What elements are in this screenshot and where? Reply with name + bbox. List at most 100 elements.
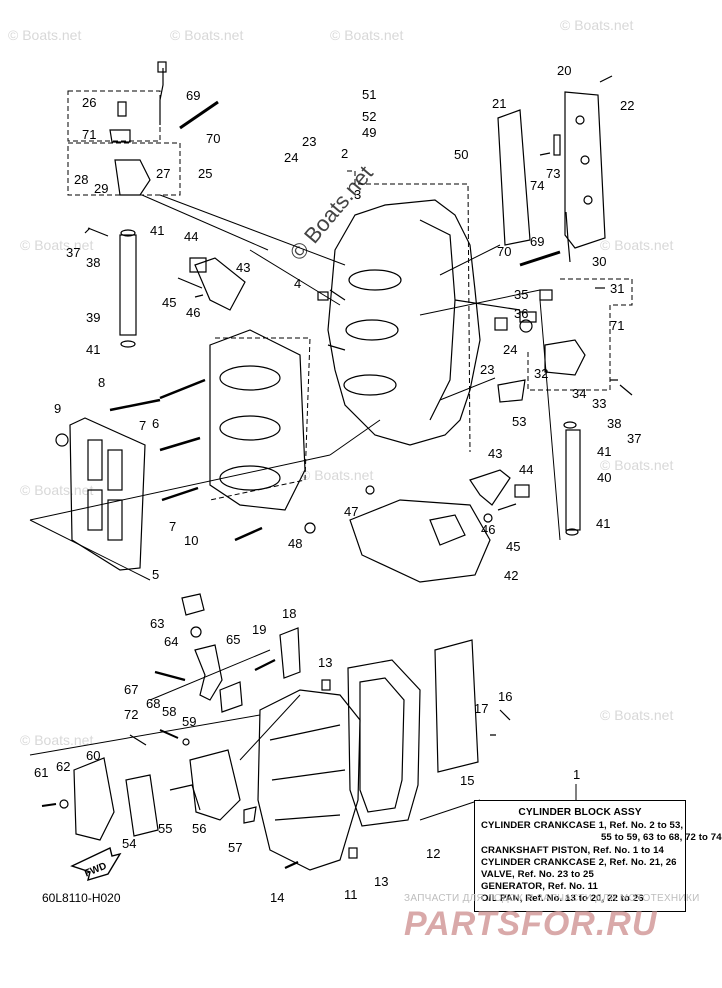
callout-16: 16 bbox=[498, 689, 512, 704]
callout-3: 3 bbox=[354, 187, 361, 202]
watermark: © Boats.net bbox=[600, 237, 673, 253]
callout-38: 38 bbox=[86, 255, 100, 270]
callout-63: 63 bbox=[150, 616, 164, 631]
callout-25: 25 bbox=[198, 166, 212, 181]
fwd-label: FWD bbox=[83, 861, 108, 880]
callout-62: 62 bbox=[56, 759, 70, 774]
part-drawings bbox=[41, 61, 633, 882]
crankcase-part bbox=[209, 329, 306, 511]
callout-49: 49 bbox=[362, 125, 376, 140]
callout-7: 7 bbox=[139, 418, 146, 433]
callout-37: 37 bbox=[627, 431, 641, 446]
callout-50: 50 bbox=[454, 147, 468, 162]
callout-15: 15 bbox=[460, 773, 474, 788]
callout-61: 61 bbox=[34, 765, 48, 780]
sensor-connector-part bbox=[157, 61, 167, 73]
callout-labels: 26 69 70 71 28 29 27 25 37 38 41 39 41 4… bbox=[34, 63, 641, 905]
watermark: © Boats.net bbox=[330, 27, 403, 43]
callout-40: 40 bbox=[597, 470, 611, 485]
callout-43: 43 bbox=[488, 446, 502, 461]
callout-41: 41 bbox=[596, 516, 610, 531]
leader-lines bbox=[29, 194, 561, 821]
callout-11: 11 bbox=[344, 887, 358, 902]
callout-10: 10 bbox=[184, 533, 198, 548]
callout-24: 24 bbox=[284, 150, 298, 165]
callout-64: 64 bbox=[164, 634, 178, 649]
watermark: © Boats.net bbox=[20, 732, 93, 748]
watermark: © Boats.net bbox=[170, 27, 243, 43]
cylinder-head-part bbox=[564, 91, 606, 249]
callout-23: 23 bbox=[480, 362, 494, 377]
callout-36: 36 bbox=[514, 306, 528, 321]
callout-28: 28 bbox=[74, 172, 88, 187]
callout-30: 30 bbox=[592, 254, 606, 269]
callout-5: 5 bbox=[152, 567, 159, 582]
callout-8: 8 bbox=[98, 375, 105, 390]
callout-71: 71 bbox=[610, 318, 624, 333]
callout-69: 69 bbox=[530, 234, 544, 249]
callout-37: 37 bbox=[66, 245, 80, 260]
callout-32: 32 bbox=[534, 366, 548, 381]
callout-57: 57 bbox=[228, 840, 242, 855]
callout-65: 65 bbox=[226, 632, 240, 647]
callout-7: 7 bbox=[169, 519, 176, 534]
callout-46: 46 bbox=[481, 522, 495, 537]
dashed-group-outlines bbox=[67, 90, 633, 501]
callout-45: 45 bbox=[506, 539, 520, 554]
callout-33: 33 bbox=[592, 396, 606, 411]
callout-13: 13 bbox=[374, 874, 388, 889]
callout-46: 46 bbox=[186, 305, 200, 320]
callout-70: 70 bbox=[206, 131, 220, 146]
callout-72: 72 bbox=[124, 707, 138, 722]
callout-19: 19 bbox=[252, 622, 266, 637]
callout-56: 56 bbox=[192, 821, 206, 836]
legend-box: CYLINDER BLOCK ASSY CYLINDER CRANKCASE 1… bbox=[474, 800, 722, 912]
diagram-code: 60L8110-H020 bbox=[42, 891, 121, 905]
callout-42: 42 bbox=[504, 568, 518, 583]
callout-21: 21 bbox=[492, 96, 506, 111]
legend-line: CYLINDER CRANKCASE 1, Ref. No. 2 to 53, bbox=[481, 820, 684, 832]
callout-55: 55 bbox=[158, 821, 172, 836]
watermark: © Boats.net bbox=[600, 457, 673, 473]
watermark: © Boats.net bbox=[20, 237, 93, 253]
callout-35: 35 bbox=[514, 287, 528, 302]
callout-52: 52 bbox=[362, 109, 376, 124]
callout-53: 53 bbox=[512, 414, 526, 429]
callout-9: 9 bbox=[54, 401, 61, 416]
callout-73: 73 bbox=[546, 166, 560, 181]
callout-51: 51 bbox=[362, 87, 376, 102]
callout-43: 43 bbox=[236, 260, 250, 275]
callout-48: 48 bbox=[288, 536, 302, 551]
oil-pan-gasket-part bbox=[347, 659, 421, 827]
callout-2: 2 bbox=[341, 146, 348, 161]
cylinder-block-part bbox=[327, 199, 481, 446]
gasket-part bbox=[349, 499, 491, 583]
callout-12: 12 bbox=[426, 846, 440, 861]
callout-59: 59 bbox=[182, 714, 196, 729]
legend-line: VALVE, Ref. No. 23 to 25 bbox=[481, 869, 594, 881]
legend-line: GENERATOR, Ref. No. 11 bbox=[481, 881, 598, 893]
shop-logo: PARTSFOR.RU bbox=[404, 905, 658, 943]
callout-39: 39 bbox=[86, 310, 100, 325]
side-cover-part bbox=[69, 417, 146, 571]
callout-27: 27 bbox=[156, 166, 170, 181]
callout-69: 69 bbox=[186, 88, 200, 103]
callout-41: 41 bbox=[150, 223, 164, 238]
callout-20: 20 bbox=[557, 63, 571, 78]
callout-31: 31 bbox=[610, 281, 624, 296]
watermark: © Boats.net bbox=[600, 707, 673, 723]
callout-34: 34 bbox=[572, 386, 586, 401]
callout-58: 58 bbox=[162, 704, 176, 719]
legend-line: 55 to 59, 63 to 68, 72 to 74 bbox=[601, 832, 722, 844]
callout-45: 45 bbox=[162, 295, 176, 310]
callout-68: 68 bbox=[146, 696, 160, 711]
callout-26: 26 bbox=[82, 95, 96, 110]
callout-67: 67 bbox=[124, 682, 138, 697]
callout-38: 38 bbox=[607, 416, 621, 431]
callout-74: 74 bbox=[530, 178, 544, 193]
callout-54: 54 bbox=[122, 836, 136, 851]
callout-41: 41 bbox=[86, 342, 100, 357]
callout-70: 70 bbox=[497, 244, 511, 259]
watermark: © Boats.net bbox=[20, 482, 93, 498]
callout-23: 23 bbox=[302, 134, 316, 149]
